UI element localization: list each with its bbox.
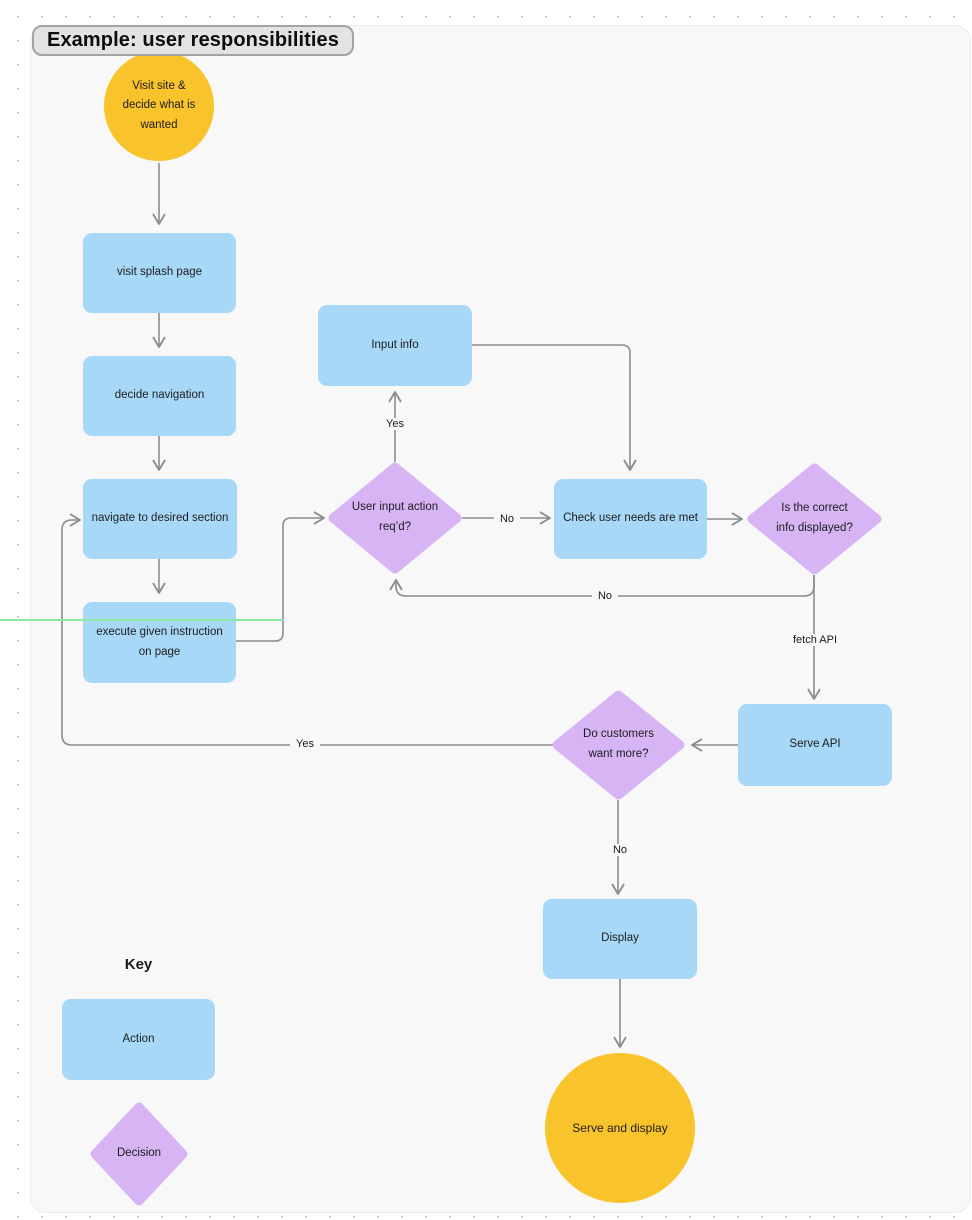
- key-action-shape[interactable]: Action: [62, 999, 215, 1080]
- section-title[interactable]: Example: user responsibilities: [32, 25, 354, 56]
- node-visit-splash-page[interactable]: visit splash page: [83, 233, 236, 313]
- node-input-info-label: Input info: [371, 338, 419, 351]
- edge-label-fetch-api: fetch API: [786, 634, 844, 646]
- diamond-shape: [328, 462, 462, 574]
- node-decision-correct-info[interactable]: Is the correct info displayed?: [747, 463, 882, 575]
- node-start-label: Visit site & decide what is wanted: [122, 79, 196, 131]
- node-decision-want-more[interactable]: Do customers want more?: [552, 690, 685, 800]
- edge-label-yes-return: Yes: [290, 738, 320, 750]
- diamond-shape: [552, 690, 685, 800]
- node-visit-splash-label: visit splash page: [116, 266, 203, 279]
- edge-label-no-return: No: [591, 590, 619, 602]
- key-decision-shape[interactable]: Decision: [90, 1102, 188, 1206]
- edge-label-yes-input: Yes: [380, 418, 410, 430]
- alignment-guide-line: [0, 619, 284, 621]
- node-navigate-section-label: navigate to desired section: [91, 512, 229, 525]
- node-serve-api-label: Serve API: [789, 738, 841, 751]
- edge-label-no-check: No: [493, 513, 521, 525]
- node-end-label: Serve and display: [572, 1120, 668, 1135]
- edge-label-no-display: No: [606, 844, 634, 856]
- key-action-label: Action: [122, 1032, 155, 1045]
- node-decision-user-input[interactable]: User input action req’d?: [328, 462, 462, 574]
- node-input-info[interactable]: Input info: [318, 305, 472, 386]
- node-navigate-section[interactable]: navigate to desired section: [83, 479, 237, 559]
- node-check-user-needs[interactable]: Check user needs are met: [554, 479, 707, 559]
- diamond-shape: [747, 463, 882, 575]
- section-title-label: Example: user responsibilities: [47, 29, 339, 51]
- node-decide-navigation[interactable]: decide navigation: [83, 356, 236, 436]
- node-display-label: Display: [601, 932, 639, 945]
- diamond-shape: [90, 1102, 188, 1206]
- node-start-circle[interactable]: Visit site & decide what is wanted: [104, 51, 214, 161]
- key-heading: Key: [124, 956, 153, 973]
- node-decide-navigation-label: decide navigation: [114, 389, 205, 402]
- node-serve-api[interactable]: Serve API: [738, 704, 892, 786]
- node-check-user-needs-label: Check user needs are met: [563, 512, 698, 525]
- node-execute-instruction-label: execute given instruction on page: [96, 625, 223, 658]
- node-end-circle[interactable]: Serve and display: [545, 1053, 695, 1203]
- node-execute-instruction[interactable]: execute given instruction on page: [83, 602, 236, 683]
- node-display[interactable]: Display: [543, 899, 697, 979]
